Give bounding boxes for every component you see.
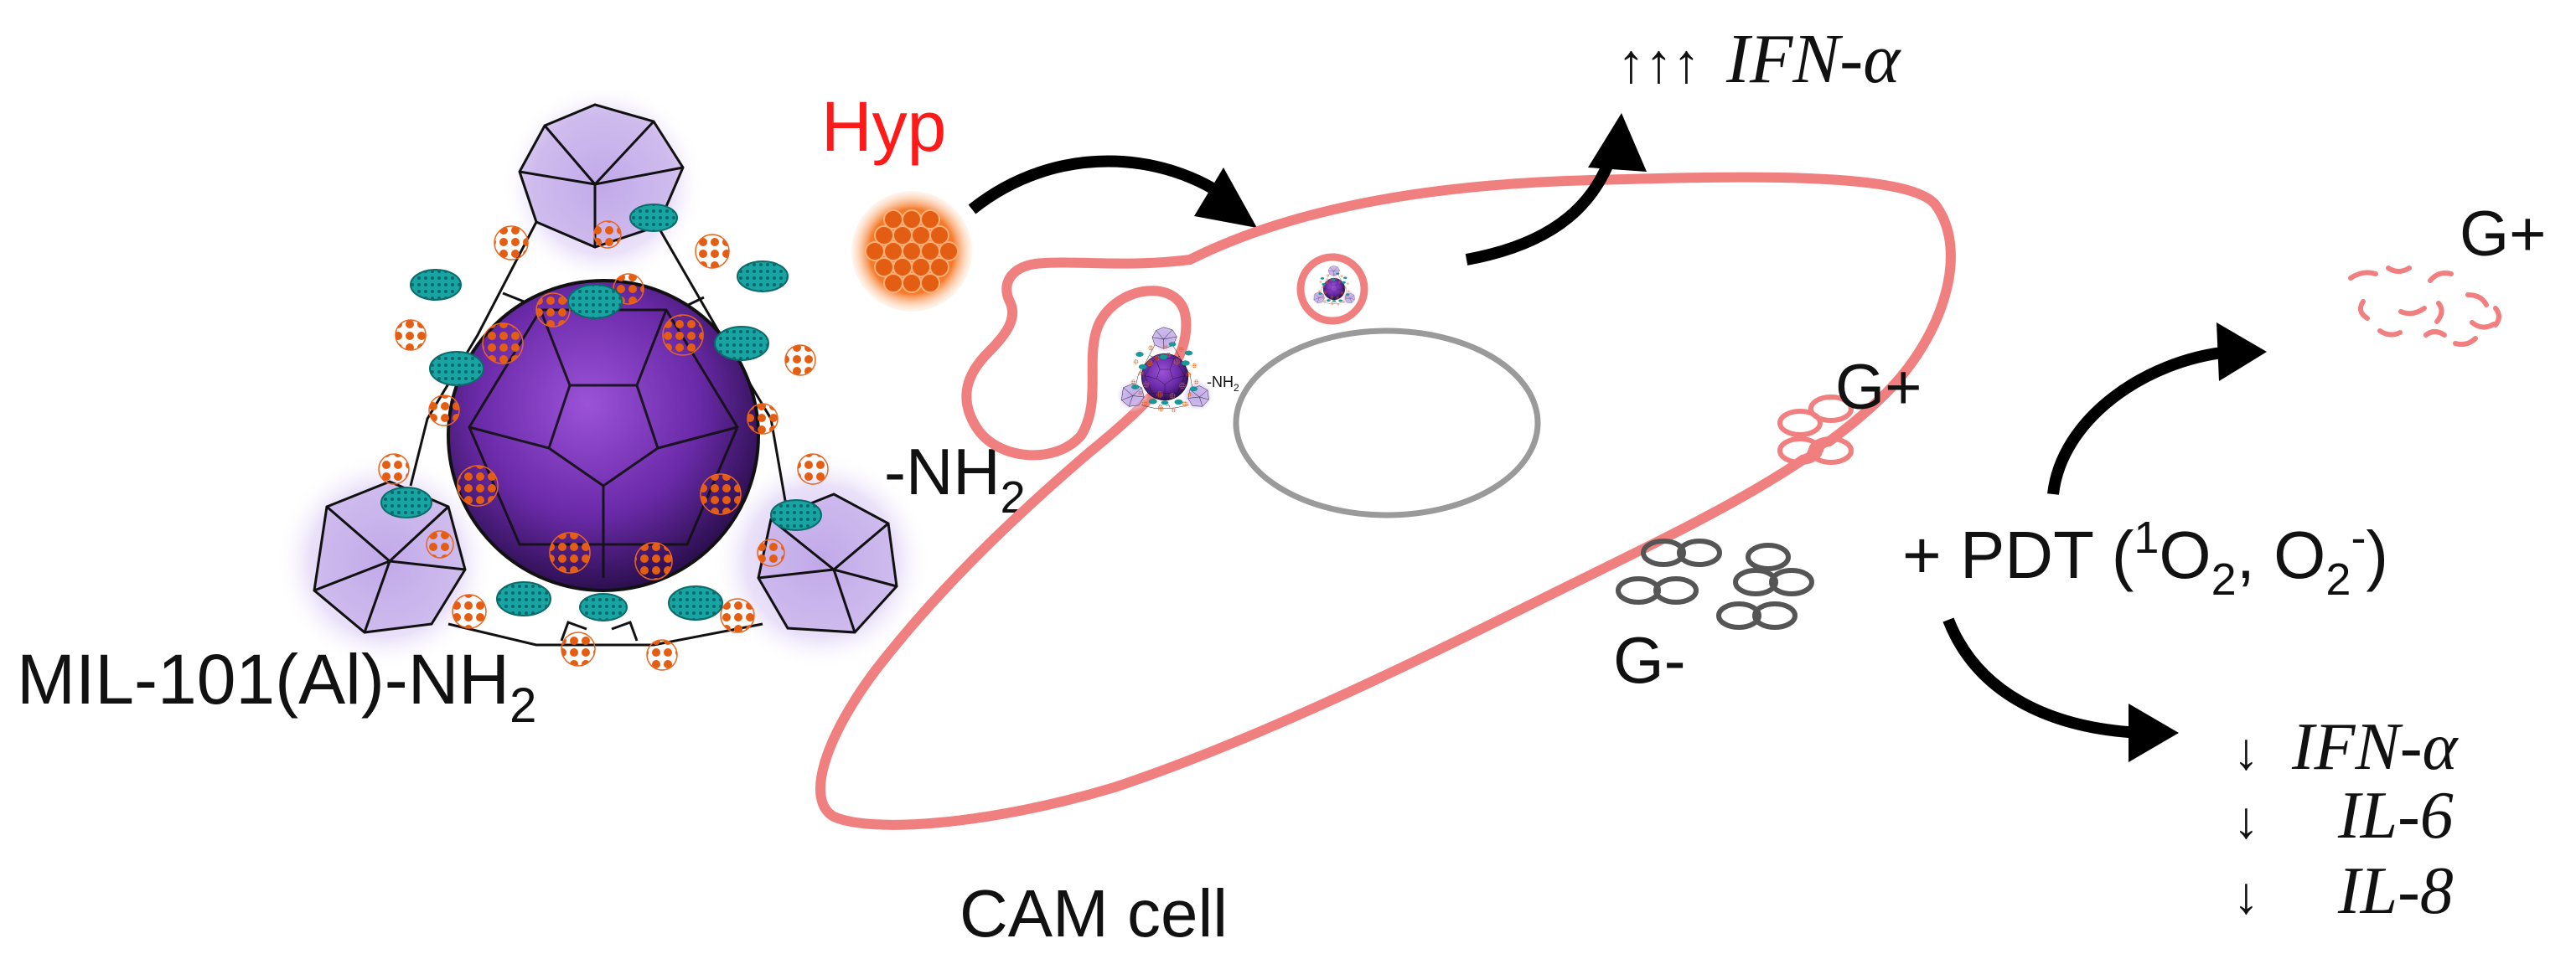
cell-label: CAM cell xyxy=(960,876,1228,951)
ifn-release-arrow-head xyxy=(1588,113,1647,172)
kill-arrow xyxy=(2047,346,2230,495)
fragmented-gram-positive-bacteria xyxy=(2348,266,2501,348)
downregulated-item: ↓ IFN-α xyxy=(2233,710,2460,784)
mini-amine-label: -NH2 xyxy=(1207,374,1239,394)
endosome xyxy=(1296,253,1368,325)
hyp-nanocluster xyxy=(851,190,973,312)
downregulation-arrow-head xyxy=(2129,704,2179,762)
kill-arrow-head xyxy=(2216,322,2267,381)
top-ifn-alpha-label: IFN-α xyxy=(1725,20,1901,98)
gram-negative-label: G- xyxy=(1613,623,1686,697)
cytokine-name: IFN-α xyxy=(2291,710,2460,784)
downregulation-arrow xyxy=(1942,617,2142,739)
down-arrow: ↓ xyxy=(2233,867,2259,925)
ifn-release-arrow xyxy=(1465,148,1619,266)
cytokine-name: IL-6 xyxy=(2337,779,2454,853)
cytokine-name: IL-8 xyxy=(2337,854,2454,928)
gram-positive-label-inside: G+ xyxy=(1835,352,1922,423)
nucleus xyxy=(1233,327,1541,518)
upregulation-arrows: ↑↑↑ xyxy=(1617,32,1700,94)
amine-group-label: -NH2 xyxy=(884,435,1026,523)
downregulated-cytokines: ↓ IFN-α ↓ IL-6 ↓ IL-8 xyxy=(2233,710,2460,928)
gram-negative-bacteria xyxy=(1618,541,1812,627)
uptake-arrow xyxy=(968,155,1236,214)
gram-positive-label-outside: G+ xyxy=(2460,199,2547,270)
down-arrow: ↓ xyxy=(2233,723,2259,781)
mof-name-label: MIL-101(Al)-NH2 xyxy=(17,640,536,733)
endosome-mof xyxy=(1311,264,1358,306)
pdt-label: + PDT (1O2, O2-) xyxy=(1902,513,2388,605)
down-arrow: ↓ xyxy=(2233,792,2259,849)
downregulated-item: ↓ IL-8 xyxy=(2233,854,2454,928)
internalizing-mof xyxy=(1115,323,1214,413)
uptake-arrow-head xyxy=(1194,168,1257,228)
mof-particle-illustration xyxy=(275,82,932,672)
hyp-label: Hyp xyxy=(821,87,946,166)
downregulated-item: ↓ IL-6 xyxy=(2233,779,2454,853)
cell-membrane xyxy=(815,172,1956,830)
